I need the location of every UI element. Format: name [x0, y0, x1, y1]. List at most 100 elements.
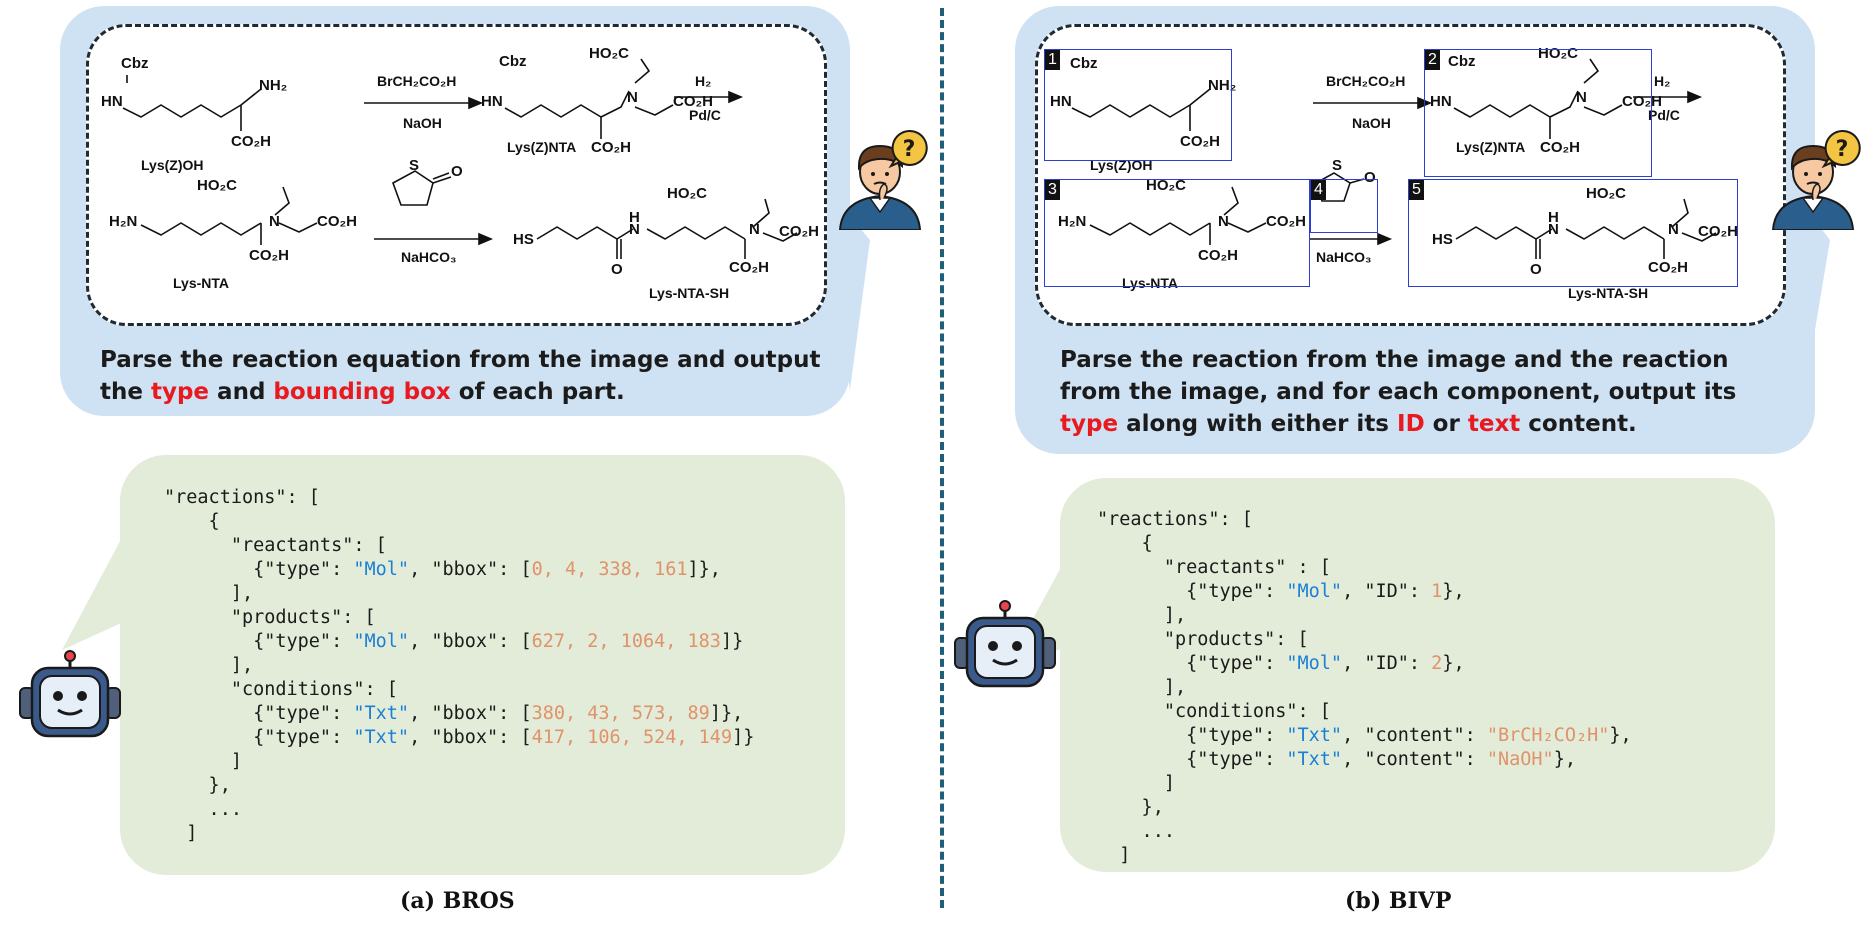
atom-co2h-7: CO₂H [729, 259, 769, 276]
prompt-segment: of each part. [450, 379, 625, 405]
atom-co2h-2: CO₂H [673, 93, 713, 110]
code-number: 2 [1431, 653, 1443, 674]
code-line: ], [164, 655, 254, 676]
molecule-id-3: 3 [1045, 180, 1060, 200]
atom-ho2c: HO₂C [589, 45, 629, 62]
atom-co2h-5: CO₂H [249, 247, 289, 264]
code-line: , "content": [1342, 749, 1487, 770]
reagent-naoh: NaOH [1352, 115, 1391, 131]
code-line: {"type": [1097, 581, 1287, 602]
panel-b: Cbz HN NH₂ CO₂H Lys(Z)OH BrCH₂CO₂H NaOH … [935, 0, 1875, 929]
code-line: "conditions": [ [1097, 701, 1331, 722]
code-number: 417, 106, 524, 149 [531, 727, 733, 748]
compound-name-lys-nta-sh: Lys-NTA-SH [1568, 285, 1649, 301]
code-line: , "bbox": [ [409, 559, 532, 580]
code-line: ] [164, 823, 198, 844]
prompt-line-1: Parse the reaction from the image and th… [1060, 347, 1729, 373]
atom-o: O [451, 163, 463, 180]
compound-name-lys-z-oh: Lys(Z)OH [1090, 157, 1153, 173]
user-thinking-icon [838, 144, 922, 230]
reagent-pdc: Pd/C [689, 107, 721, 123]
code-line: {"type": [164, 727, 354, 748]
code-line: "reactions": [ [1097, 509, 1253, 530]
atom-nh2: NH₂ [1208, 77, 1237, 94]
atom-co2h: CO₂H [1180, 133, 1220, 150]
atom-h2n: H₂N [1058, 213, 1087, 230]
atom-ho2c-3: HO₂C [1586, 185, 1626, 202]
atom-ho2c-3: HO₂C [667, 185, 707, 202]
code-line: , "bbox": [ [409, 631, 532, 652]
compound-name-lys-nta-sh: Lys-NTA-SH [649, 285, 730, 301]
atom-cbz-2: Cbz [1448, 53, 1476, 70]
atom-co2h-7: CO₂H [1648, 259, 1688, 276]
code-line: ]}, [709, 703, 744, 724]
code-line: "products": [ [164, 607, 376, 628]
molecule-id-1: 1 [1045, 50, 1060, 70]
atom-o-2: O [611, 261, 623, 278]
code-string: "Txt" [1286, 725, 1343, 746]
prompt-segment: along with either its [1118, 411, 1398, 437]
atom-co2h-3: CO₂H [591, 139, 631, 156]
code-line: }, [1609, 725, 1632, 746]
atom-n-2: N [1218, 213, 1229, 230]
robot-icon [19, 650, 121, 738]
atom-ho2c-2: HO₂C [197, 177, 237, 194]
caption-a: (a) BROS [400, 888, 515, 914]
code-line: "reactions": [ [164, 487, 320, 508]
reaction-bonds [122, 58, 798, 259]
panel-divider [940, 8, 944, 908]
compound-name-lys-z-nta: Lys(Z)NTA [1456, 139, 1526, 155]
prompt-segment: content. [1520, 411, 1637, 437]
svg-text:?: ? [903, 137, 916, 162]
atom-ho2c-2: HO₂C [1146, 177, 1186, 194]
code-line: ] [1097, 845, 1131, 866]
prompt-text: Parse the reaction equation from the ima… [100, 344, 840, 408]
reagent-nahco3: NaHCO₃ [401, 249, 457, 265]
code-string: "Txt" [353, 703, 410, 724]
code-string: "Mol" [353, 631, 410, 652]
code-number: "NaOH" [1486, 749, 1554, 770]
code-line: { [1097, 533, 1153, 554]
molecule-box-2 [1424, 49, 1652, 177]
atom-n-4: N [749, 221, 760, 238]
atom-o-2: O [1530, 261, 1542, 278]
keyword-type: type [1060, 411, 1119, 437]
prompt-bubble-tail [820, 180, 870, 390]
atom-cbz: Cbz [121, 55, 149, 72]
caption-b: (b) BIVP [1345, 888, 1452, 914]
reagent-brch2co2h: BrCH₂CO₂H [377, 73, 457, 89]
atom-hn-2: HN [481, 93, 503, 110]
question-mark-icon: ? [888, 129, 928, 169]
atom-h: H [1548, 209, 1559, 226]
atom-n-3: N [629, 221, 640, 238]
answer-bubble [1060, 478, 1775, 872]
code-line: , "ID": [1342, 653, 1432, 674]
keyword-id: ID [1397, 411, 1425, 437]
atom-n-3: N [1548, 221, 1559, 238]
code-line: "conditions": [ [164, 679, 398, 700]
reagent-h2: H₂ [1654, 73, 1671, 89]
json-output: "reactions": [ { "reactants" : [ {"type"… [1097, 508, 1632, 868]
reaction-scheme-image: Cbz HN NH₂ CO₂H Lys(Z)OH BrCH₂CO₂H NaOH … [1035, 24, 1786, 326]
question-mark-icon: ? [1821, 129, 1861, 169]
reagent-brch2co2h: BrCH₂CO₂H [1326, 73, 1406, 89]
molecule-id-2: 2 [1425, 50, 1440, 70]
code-line: }, [1442, 653, 1465, 674]
code-line: ... [1097, 821, 1175, 842]
reagent-nahco3: NaHCO₃ [1316, 249, 1372, 265]
molecule-box-1 [1044, 49, 1232, 161]
atom-h2n: H₂N [109, 213, 138, 230]
molecule-id-4: 4 [1311, 180, 1326, 200]
atom-n: N [1576, 89, 1587, 106]
code-line: }, [1097, 797, 1164, 818]
atom-cbz: Cbz [1070, 55, 1098, 72]
prompt-line-1: Parse the reaction equation from the ima… [100, 347, 821, 373]
atom-hn: HN [101, 93, 123, 110]
molecule-box-4 [1310, 179, 1378, 233]
atom-hn: HN [1050, 93, 1072, 110]
compound-name-lys-z-nta: Lys(Z)NTA [507, 139, 577, 155]
answer-bubble [120, 455, 845, 875]
code-line: {"type": [1097, 653, 1287, 674]
code-line: ]} [732, 727, 755, 748]
code-line: {"type": [164, 631, 354, 652]
